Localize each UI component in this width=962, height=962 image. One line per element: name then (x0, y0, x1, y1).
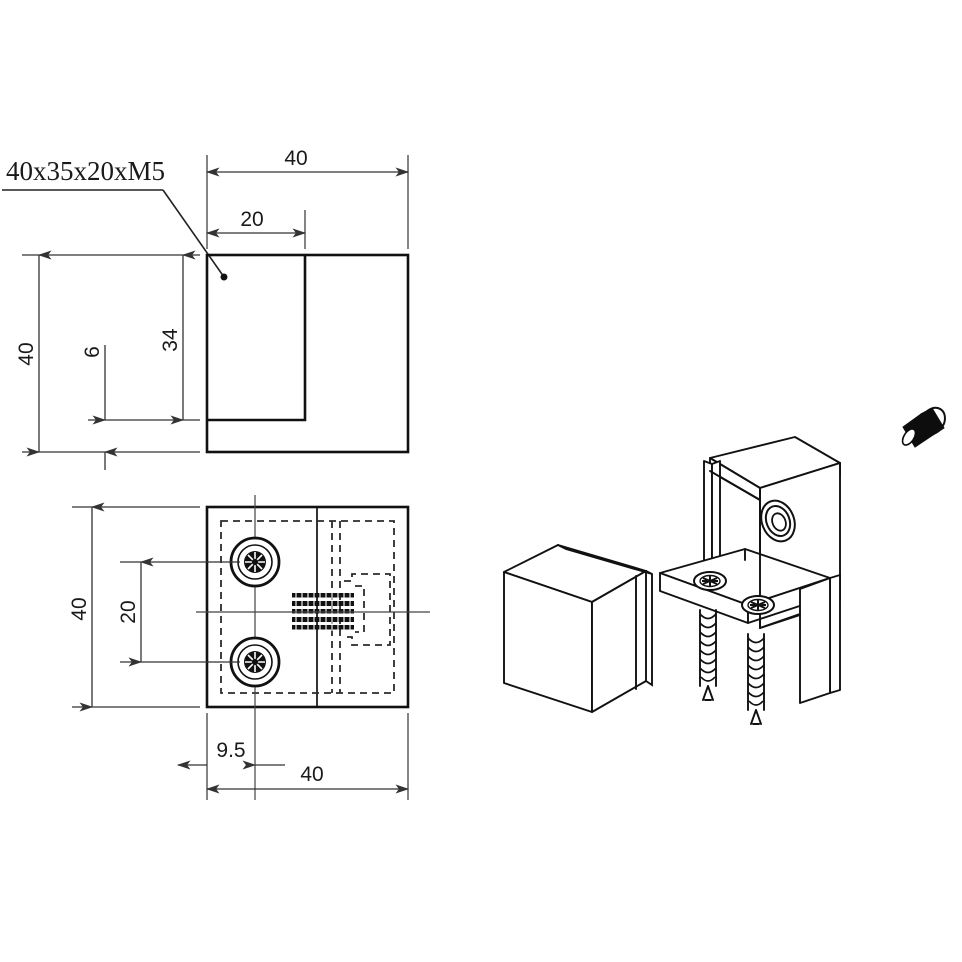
threaded-stud (292, 592, 354, 631)
cover-cap-block (503, 544, 653, 713)
hidden-inner-pocket (220, 520, 395, 694)
dim-text-front-40h: 40 (300, 763, 323, 786)
barrel-bolt (901, 406, 946, 448)
front-view: 40 20 9.5 40 (68, 495, 430, 800)
base-plate-screw-head-right (741, 595, 775, 615)
isometric-exploded-view (503, 406, 946, 725)
front-view-outline (205, 505, 410, 709)
dim-text-front-40v: 40 (68, 597, 91, 620)
screw-head-lower (229, 636, 281, 688)
top-view-outline (205, 253, 410, 454)
dim-text-top-20: 20 (240, 208, 263, 231)
wood-screw-left (699, 609, 717, 701)
top-view: 40 20 40 34 6 (15, 147, 410, 470)
dim-text-top-40: 40 (284, 147, 307, 170)
dim-text-left-34: 34 (159, 328, 182, 352)
base-plate-screw-head-left (693, 571, 727, 591)
c-bracket-body (659, 436, 841, 704)
dim-text-left-6: 6 (81, 346, 104, 358)
dim-text-front-20v: 20 (117, 600, 140, 623)
label-leader-line (162, 189, 228, 281)
dim-text-left-40: 40 (15, 342, 38, 365)
hidden-nut-inner (355, 585, 365, 633)
bracket-bore-hole (760, 499, 796, 543)
wood-screw-right (747, 633, 765, 725)
top-view-slot (207, 255, 307, 422)
dim-text-95: 9.5 (216, 739, 245, 762)
hidden-nut-body (344, 573, 391, 646)
part-spec-label: 40x35x20xM5 (6, 156, 165, 186)
part-spec-label-group: 40x35x20xM5 (2, 156, 228, 281)
